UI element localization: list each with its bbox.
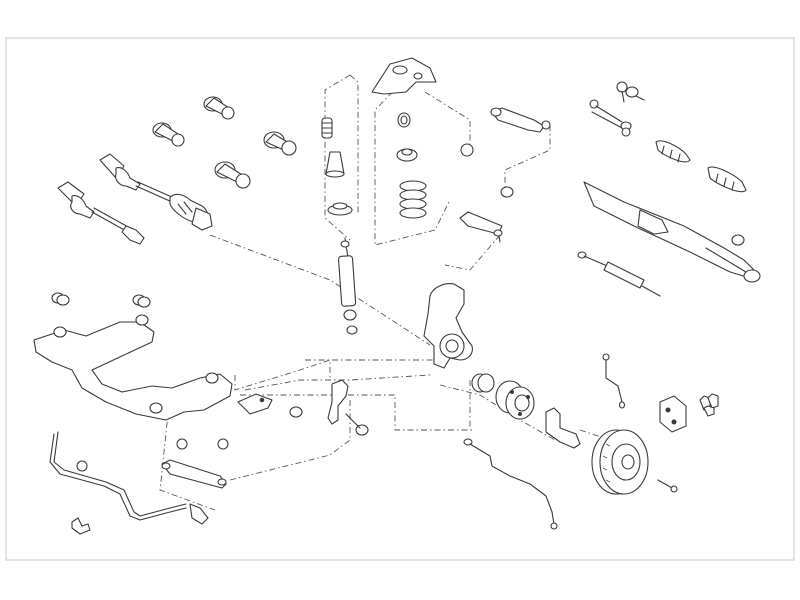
strut-bearing [397,112,411,128]
steering-rack-boot-1 [655,140,691,163]
wheel-bearing [471,373,495,393]
dust-cover [325,151,345,178]
spring-top-seat [396,148,418,162]
steering-knuckle [423,283,473,369]
tie-rod-2 [591,111,631,137]
cv-joint-boot-2 [152,122,185,147]
tie-rod-end-2 [625,86,645,101]
lower-link-arm [459,211,503,243]
brake-pad-clips [699,393,719,417]
cv-joint-boot-4 [214,161,251,189]
coil-spring [399,180,427,219]
brake-disc [591,429,649,495]
steering-rack-boot-2 [707,166,747,193]
cv-joint-boot-1 [203,96,235,120]
wheel-bolt [657,479,678,493]
stabilizer-bar [49,431,209,525]
tie-rod-1 [589,99,632,131]
subframe-mount-1 [51,292,70,306]
stabilizer-bushing-1 [176,438,188,450]
mounting-bracket [237,393,273,415]
abs-sensor [602,353,626,409]
stabilizer-clamp [71,517,91,535]
drive-shaft-lower [57,181,145,245]
cv-joint-boot-3 [263,131,297,156]
outer-tie-rod-end [327,379,369,436]
arm-bushing-2 [500,186,514,198]
spring-seat [327,202,353,216]
brake-pads [659,395,687,433]
upper-control-arm [490,107,551,133]
anti-roll-bushing [289,406,303,418]
wheel-hub [495,380,535,420]
diagram-frame [5,37,795,561]
steering-damper [577,251,661,297]
sensor-cable [463,438,558,530]
stabilizer-bushing-2 [217,438,229,450]
bump-stop-spring [321,117,333,139]
arm-bushing-1 [460,143,474,157]
subframe [33,314,233,421]
brake-backing-plate [545,407,581,449]
shock-absorber [337,237,358,335]
assembly-guide-lines [159,74,611,511]
strut-top-mount [371,57,437,95]
stabilizer-link [161,459,227,489]
drive-shaft-upper [99,153,213,231]
tie-rod-end-1 [616,81,628,103]
steering-rack [583,181,761,283]
subframe-mount-2 [132,294,151,308]
